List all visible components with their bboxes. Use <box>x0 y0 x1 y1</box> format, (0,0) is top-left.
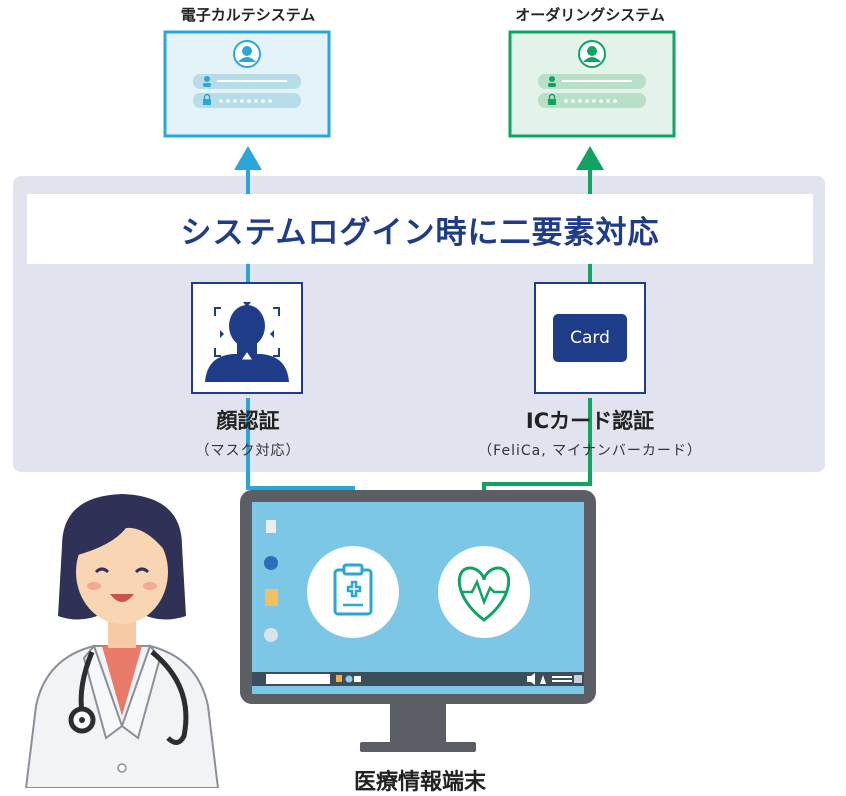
trash-icon <box>266 520 276 533</box>
monitor-neck <box>390 704 446 744</box>
ime-icon <box>540 675 546 684</box>
folder-icon <box>336 675 342 682</box>
face-auth-box <box>191 282 303 394</box>
ordering-login-window <box>508 30 676 138</box>
monitor-base <box>360 742 476 752</box>
settings-gear-icon <box>264 628 278 642</box>
up-arrow-icon <box>234 146 262 170</box>
terminal-monitor <box>240 490 596 752</box>
heartbeat-icon <box>438 546 530 638</box>
user-avatar-icon <box>578 40 606 68</box>
lock-icon <box>203 93 211 105</box>
card-auth-title: ICカード認証 <box>525 409 655 433</box>
emr-system-title: 電子カルテシステム <box>180 6 316 24</box>
banner-text: システムログイン時に二要素対応 <box>180 214 660 251</box>
card-auth-subtitle: （FeliCa, マイナンバーカード） <box>478 443 702 459</box>
password-field <box>193 93 301 108</box>
emr-login-window <box>163 30 331 138</box>
face-auth-subtitle: （マスク対応） <box>195 443 301 459</box>
card-icon: Card <box>553 314 627 362</box>
user-icon <box>203 76 211 87</box>
monitor-screen <box>252 502 584 694</box>
user-avatar-icon <box>233 40 261 68</box>
password-dots <box>564 99 617 103</box>
lock-icon <box>548 93 556 105</box>
doctor-illustration <box>24 494 220 788</box>
speaker-icon <box>527 673 535 685</box>
terminal-title: 医療情報端末 <box>353 770 486 795</box>
up-arrow-icon <box>576 146 604 170</box>
password-dots <box>219 99 272 103</box>
browser-icon <box>345 675 353 683</box>
face-scan-icon <box>205 302 289 382</box>
banner-box <box>27 194 813 264</box>
user-icon <box>548 76 556 87</box>
taskbar-search <box>266 674 330 684</box>
taskbar <box>252 672 584 686</box>
password-field <box>538 93 646 108</box>
notification-icon <box>574 675 582 683</box>
ordering-system-title: オーダリングシステム <box>515 6 665 24</box>
medical-clipboard-icon <box>307 546 399 638</box>
mail-icon <box>354 676 361 682</box>
desktop-icons <box>264 520 278 642</box>
card-auth-box: Card <box>534 282 646 394</box>
folder-icon <box>265 589 278 606</box>
compass-icon <box>264 556 278 570</box>
face-auth-title: 顔認証 <box>216 409 280 433</box>
